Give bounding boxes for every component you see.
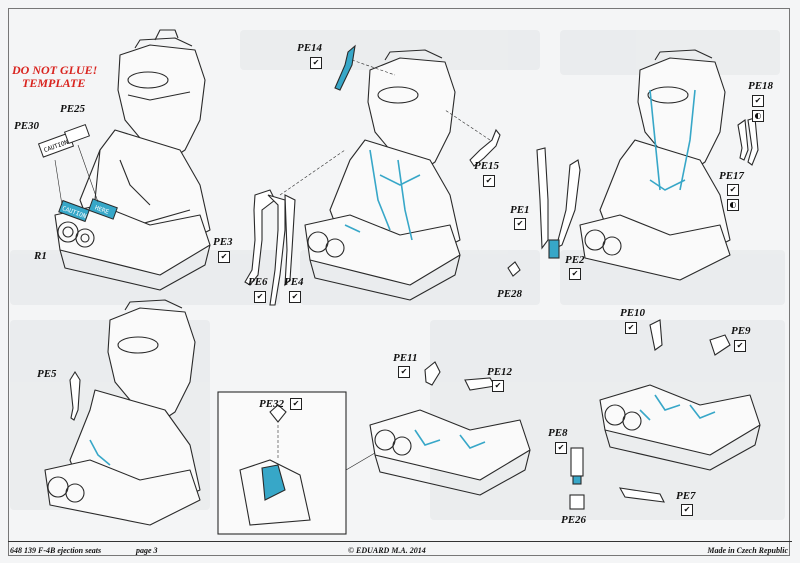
footer-page: page 3 <box>136 546 158 555</box>
template-placards: CAUTION HERE CAUTION <box>37 123 118 223</box>
pe9-pe10-pe7-pe8-pe26-parts <box>569 319 731 510</box>
pe32-detail-box <box>217 391 381 535</box>
part-label-pe9: PE9 <box>731 325 751 337</box>
seat-5-photoetch-highlights <box>414 429 486 449</box>
part-label-pe11: PE11 <box>393 352 418 364</box>
warning-line-2: TEMPLATE <box>22 76 86 90</box>
part-label-pe3: PE3 <box>213 236 233 248</box>
part-label-pe5: PE5 <box>37 368 57 380</box>
part-label-pe25: PE25 <box>60 103 86 115</box>
pe3-pe4-pe6-parts <box>244 149 346 306</box>
pe15-part <box>444 109 501 167</box>
part-label-pe30: PE30 <box>14 120 40 132</box>
part-label-pe4: PE4 <box>284 276 304 288</box>
pe14-part <box>334 44 396 91</box>
part-label-pe1: PE1 <box>510 204 530 216</box>
part-label-pe26: PE26 <box>561 514 587 526</box>
part-label-pe7: PE7 <box>676 490 696 502</box>
seat-2-photoetch-highlights <box>344 149 421 241</box>
part-label-pe12: PE12 <box>487 366 513 378</box>
part-label-pe2: PE2 <box>565 254 585 266</box>
seat-drawing-1 <box>54 29 211 291</box>
seat-base-drawing-6 <box>599 384 761 471</box>
seat-drawing-4 <box>44 299 201 526</box>
checkbox-pe12[interactable]: ✔ <box>492 380 504 392</box>
part-label-pe28: PE28 <box>497 288 523 300</box>
checkbox-pe2[interactable]: ✔ <box>569 268 581 280</box>
checkbox-pe18[interactable]: ✔ <box>752 95 764 107</box>
footer-origin: Made in Czech Republic <box>707 546 788 555</box>
part-label-pe14: PE14 <box>297 42 323 54</box>
seat-base-drawing-5 <box>369 409 531 496</box>
part-label-pe32: PE32 <box>259 398 285 410</box>
warning-line-1: DO NOT GLUE! <box>12 63 98 77</box>
part-label-pe17: PE17 <box>719 170 745 182</box>
checkbox-pe6[interactable]: ✔ <box>254 291 266 303</box>
checkbox-pe7[interactable]: ✔ <box>681 504 693 516</box>
checkbox-pe11[interactable]: ✔ <box>398 366 410 378</box>
checkbox-pe17-alt[interactable]: ◐ <box>727 199 739 211</box>
footer-copyright: © EDUARD M.A. 2014 <box>348 546 426 555</box>
checkbox-pe32[interactable]: ✔ <box>290 398 302 410</box>
pe17-pe18-parts <box>737 117 759 166</box>
seat-drawing-3 <box>579 49 731 281</box>
checkbox-pe18-alt[interactable]: ◐ <box>752 110 764 122</box>
checkbox-pe1[interactable]: ✔ <box>514 218 526 230</box>
part-label-pe10: PE10 <box>620 307 646 319</box>
placard-here-text: HERE <box>94 204 110 216</box>
seat-4-photoetch-highlights <box>89 439 111 466</box>
seat-drawing-2 <box>304 49 461 301</box>
checkbox-pe9[interactable]: ✔ <box>734 340 746 352</box>
part-label-pe15: PE15 <box>474 160 500 172</box>
part-label-pe6: PE6 <box>248 276 268 288</box>
seat-3-photoetch-highlights <box>649 89 696 191</box>
checkbox-pe10[interactable]: ✔ <box>625 322 637 334</box>
checkbox-pe3[interactable]: ✔ <box>218 251 230 263</box>
checkbox-pe8[interactable]: ✔ <box>555 442 567 454</box>
part-label-pe8: PE8 <box>548 427 568 439</box>
checkbox-pe15[interactable]: ✔ <box>483 175 495 187</box>
checkbox-pe4[interactable]: ✔ <box>289 291 301 303</box>
checkbox-pe17[interactable]: ✔ <box>727 184 739 196</box>
checkbox-pe14[interactable]: ✔ <box>310 57 322 69</box>
template-warning: DO NOT GLUE! TEMPLATE <box>12 64 97 90</box>
page-frame <box>8 8 790 556</box>
footer-product: 648 139 F-4B ejection seats <box>10 546 102 555</box>
part-label-pe18: PE18 <box>748 80 774 92</box>
seat-6-photoetch-highlights <box>639 394 716 421</box>
pe5-part <box>69 370 81 421</box>
part-label-r1: R1 <box>34 250 47 262</box>
pe1-pe2-pe28-parts <box>507 147 581 277</box>
page-footer: 648 139 F-4B ejection seats page 3 © EDU… <box>8 541 792 558</box>
